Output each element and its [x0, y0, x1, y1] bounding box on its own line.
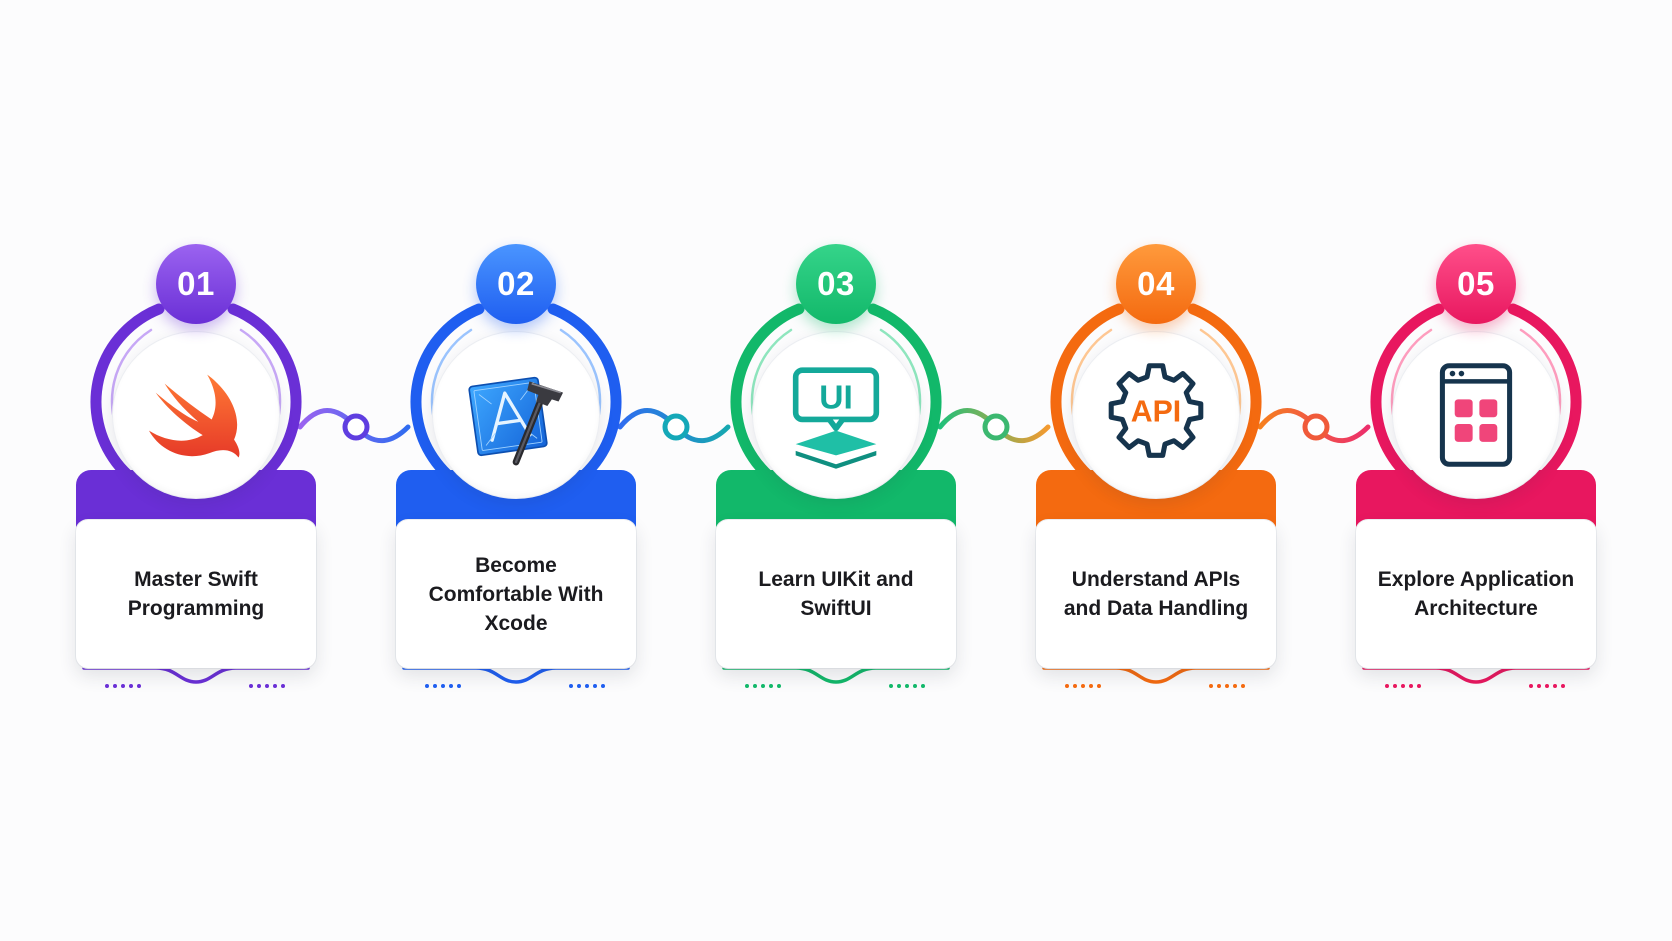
decorative-dots — [569, 684, 605, 688]
decorative-dots — [1209, 684, 1245, 688]
step-title: Understand APIs and Data Handling — [1063, 568, 1249, 620]
connector-node — [662, 413, 690, 441]
decorative-dots — [745, 684, 781, 688]
swift-logo-icon — [148, 374, 240, 458]
app-window-grid-icon — [1439, 363, 1513, 467]
step-title: Become Comfortable With Xcode — [428, 553, 604, 635]
xcode-hammer-icon — [468, 376, 564, 466]
decorative-dots — [425, 684, 461, 688]
step-card: Learn UIKit and SwiftUI — [716, 520, 956, 668]
decorative-dots — [889, 684, 925, 688]
step-number-badge: 04 — [1116, 244, 1196, 324]
decorative-dots — [1529, 684, 1565, 688]
step-4: 04 API Understand APIs and Data Handling — [1036, 0, 1276, 941]
connector-node — [982, 413, 1010, 441]
decorative-dots — [1385, 684, 1421, 688]
connector-node — [342, 413, 370, 441]
ui-layers-icon: UI — [792, 367, 880, 469]
icon-disc: UI — [753, 332, 919, 498]
step-5: 05 Explore Application Architecture — [1356, 0, 1596, 941]
ui-label: UI — [819, 379, 853, 416]
step-card: Explore Application Architecture — [1356, 520, 1596, 668]
step-number-badge: 01 — [156, 244, 236, 324]
connector-node — [1302, 413, 1330, 441]
step-number-badge: 02 — [476, 244, 556, 324]
icon-disc — [433, 332, 599, 498]
step-number-badge: 03 — [796, 244, 876, 324]
icon-disc: API — [1073, 332, 1239, 498]
step-title: Explore Application Architecture — [1377, 568, 1575, 620]
step-card: Master Swift Programming — [76, 520, 316, 668]
step-1: 01 Master Swift Programming — [76, 0, 316, 941]
decorative-dots — [1065, 684, 1101, 688]
step-title: Master Swift Programming — [127, 568, 265, 620]
decorative-dots — [105, 684, 141, 688]
icon-disc — [113, 332, 279, 498]
step-card: Understand APIs and Data Handling — [1036, 520, 1276, 668]
decorative-dots — [249, 684, 285, 688]
step-title: Learn UIKit and SwiftUI — [758, 568, 914, 620]
step-2: 02 Become Comfortable With Xcode — [396, 0, 636, 941]
step-card: Become Comfortable With Xcode — [396, 520, 636, 668]
icon-disc — [1393, 332, 1559, 498]
api-label: API — [1131, 396, 1181, 429]
api-gear-icon: API — [1108, 363, 1204, 458]
step-3: 03 UI Learn UIKit and SwiftUI — [716, 0, 956, 941]
step-number-badge: 05 — [1436, 244, 1516, 324]
